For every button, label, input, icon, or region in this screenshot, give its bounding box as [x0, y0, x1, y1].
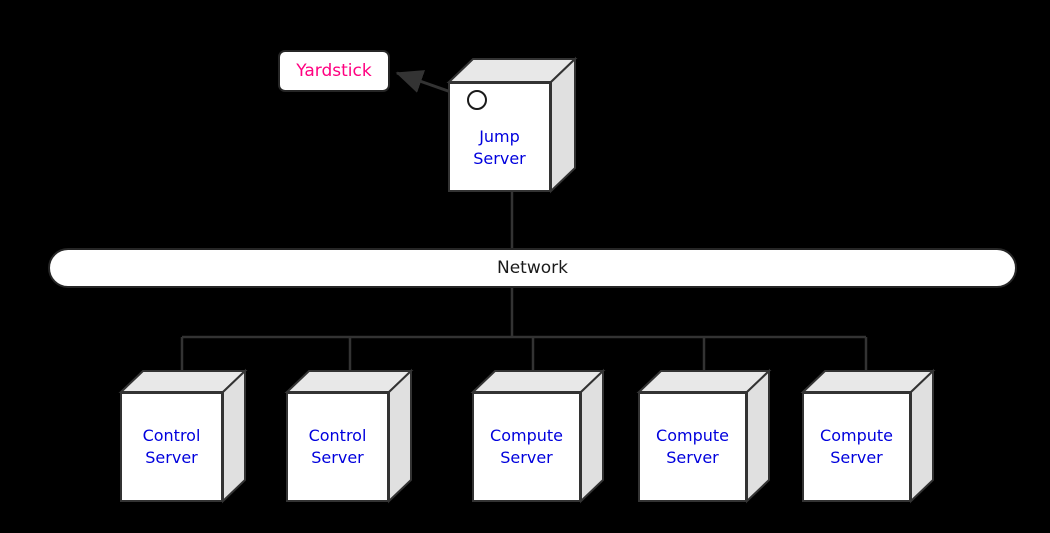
server-cube-3d — [284, 368, 414, 504]
jump-server-label: Jump Server — [473, 127, 526, 168]
server-node-2[interactable]: Control Server — [284, 368, 414, 504]
server-node-3[interactable]: Compute Server — [470, 368, 606, 504]
cube-side-face — [222, 368, 246, 504]
jump-server-node[interactable]: Jump Server — [446, 56, 578, 194]
server-front-face: Compute Server — [472, 392, 581, 502]
yardstick-label: Yardstick — [296, 60, 372, 81]
server-front-face: Control Server — [286, 392, 389, 502]
server-node-4[interactable]: Compute Server — [636, 368, 772, 504]
server-cube-3d — [470, 368, 606, 504]
cube-side-face — [580, 368, 604, 504]
server-label: Control Server — [308, 426, 367, 467]
server-label: Compute Server — [820, 426, 893, 467]
server-node-1[interactable]: Control Server — [118, 368, 248, 504]
server-cube-3d — [118, 368, 248, 504]
network-label: Network — [497, 257, 568, 278]
cube-side-face — [388, 368, 412, 504]
cube-side-face — [550, 56, 576, 194]
server-cube-3d — [636, 368, 772, 504]
server-front-face: Control Server — [120, 392, 223, 502]
cube-side-face — [746, 368, 770, 504]
server-front-face: Compute Server — [802, 392, 911, 502]
jump-server-interface-icon — [467, 90, 487, 110]
cube-side-face — [910, 368, 934, 504]
jump-server-front-face: Jump Server — [448, 82, 551, 192]
network-node[interactable]: Network — [48, 248, 1017, 288]
yardstick-node[interactable]: Yardstick — [278, 50, 390, 92]
server-label: Control Server — [142, 426, 201, 467]
server-cube-3d — [800, 368, 936, 504]
server-label: Compute Server — [490, 426, 563, 467]
server-node-5[interactable]: Compute Server — [800, 368, 936, 504]
server-front-face: Compute Server — [638, 392, 747, 502]
server-label: Compute Server — [656, 426, 729, 467]
jump-server-cube-3d — [446, 56, 578, 194]
